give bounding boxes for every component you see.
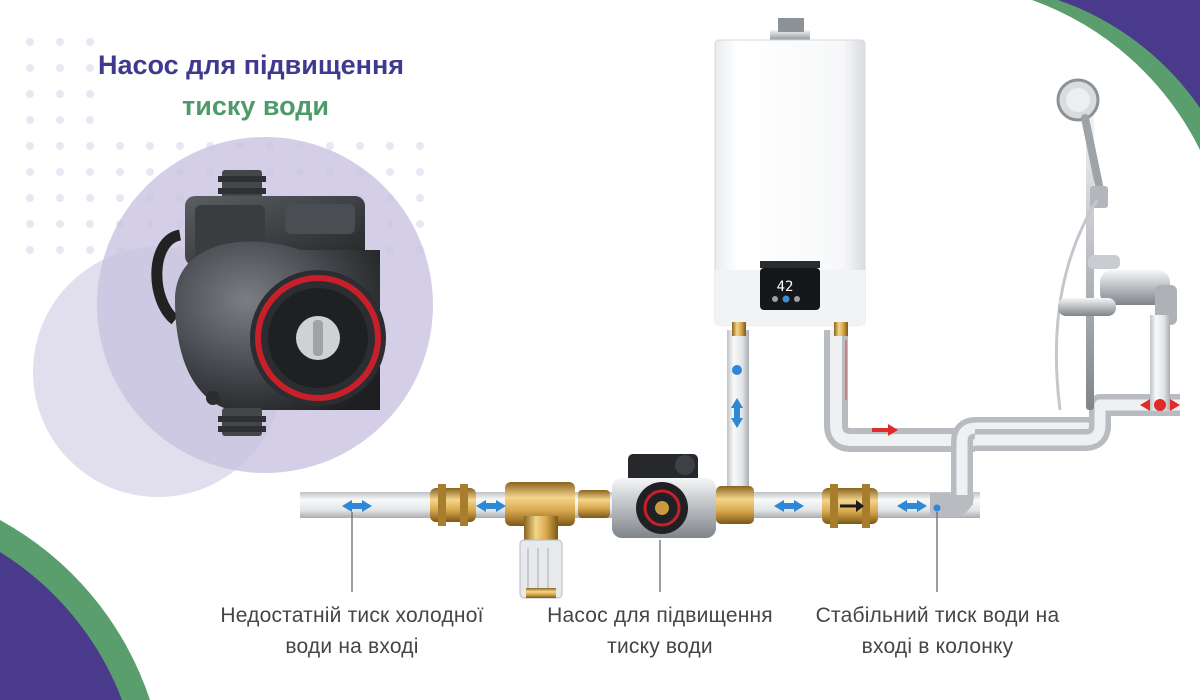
pattern-dot — [56, 142, 64, 150]
heater-temperature-display: 42 — [777, 279, 794, 295]
pattern-dot — [26, 142, 34, 150]
corner-decoration-top-right — [1032, 0, 1200, 150]
pattern-dot — [146, 168, 154, 176]
pattern-dot — [56, 116, 64, 124]
pattern-dot — [26, 90, 34, 98]
pattern-dot — [116, 168, 124, 176]
label-pump-line2: тиску води — [607, 635, 713, 658]
pattern-dot — [26, 220, 34, 228]
page-title-line2: тиску води — [182, 91, 329, 121]
gas-water-heater-icon — [714, 39, 866, 336]
pattern-dot — [26, 116, 34, 124]
pattern-dot — [416, 142, 424, 150]
pattern-dot — [56, 246, 64, 254]
label-inlet-line1: Недостатній тиск холодної — [220, 604, 484, 627]
pattern-dot — [86, 194, 94, 202]
pattern-dot — [416, 194, 424, 202]
pattern-dot — [86, 38, 94, 46]
label-booster-pump: Насос для підвищення тиску води — [520, 600, 800, 662]
pattern-dot — [386, 168, 394, 176]
shower-head-icon — [1054, 78, 1108, 411]
pattern-dot — [116, 194, 124, 202]
pattern-dot — [356, 142, 364, 150]
callout-lines — [351, 512, 938, 592]
pattern-dot — [86, 64, 94, 72]
label-outlet-pressure: Стабільний тиск води на вході в колонку — [790, 600, 1085, 662]
pattern-dot — [26, 194, 34, 202]
pattern-dot — [26, 64, 34, 72]
pattern-dot — [56, 220, 64, 228]
pattern-dot — [416, 220, 424, 228]
label-inlet-line2: води на вході — [285, 635, 419, 658]
pattern-dot — [326, 142, 334, 150]
heater-display-buttons — [772, 295, 800, 303]
pattern-dot — [116, 142, 124, 150]
pattern-dot — [86, 220, 94, 228]
pattern-dot — [86, 116, 94, 124]
bath-mixer-icon — [1058, 255, 1177, 410]
pattern-dot — [86, 90, 94, 98]
pattern-dot — [56, 194, 64, 202]
pattern-dot — [26, 246, 34, 254]
pattern-dot — [176, 142, 184, 150]
pattern-dot — [26, 38, 34, 46]
corner-decoration-bottom-left — [0, 520, 150, 700]
pattern-dot — [146, 142, 154, 150]
pattern-dot — [86, 168, 94, 176]
pattern-dot — [416, 168, 424, 176]
hot-flow-arrows — [845, 340, 1180, 436]
pattern-dot — [386, 142, 394, 150]
pattern-dot — [86, 246, 94, 254]
check-valve-icon — [822, 484, 878, 528]
heater-chimney — [770, 18, 810, 42]
pattern-dot — [56, 38, 64, 46]
pattern-dot — [56, 64, 64, 72]
label-outlet-line2: вході в колонку — [861, 635, 1014, 658]
inlet-valve-icon — [430, 484, 476, 526]
label-pump-line1: Насос для підвищення — [547, 604, 773, 627]
pattern-dot — [56, 90, 64, 98]
water-pump-icon — [151, 170, 386, 436]
label-outlet-line1: Стабільний тиск води на — [815, 604, 1060, 627]
cold-flow-arrows — [342, 365, 941, 512]
page-title-line1: Насос для підвищення — [98, 50, 405, 80]
label-inlet-pressure: Недостатній тиск холодної води на вході — [192, 600, 512, 662]
booster-pump-icon — [612, 454, 754, 538]
pattern-dot — [56, 168, 64, 176]
water-filter-icon — [505, 482, 610, 599]
pattern-dot — [26, 168, 34, 176]
pattern-dot — [86, 142, 94, 150]
